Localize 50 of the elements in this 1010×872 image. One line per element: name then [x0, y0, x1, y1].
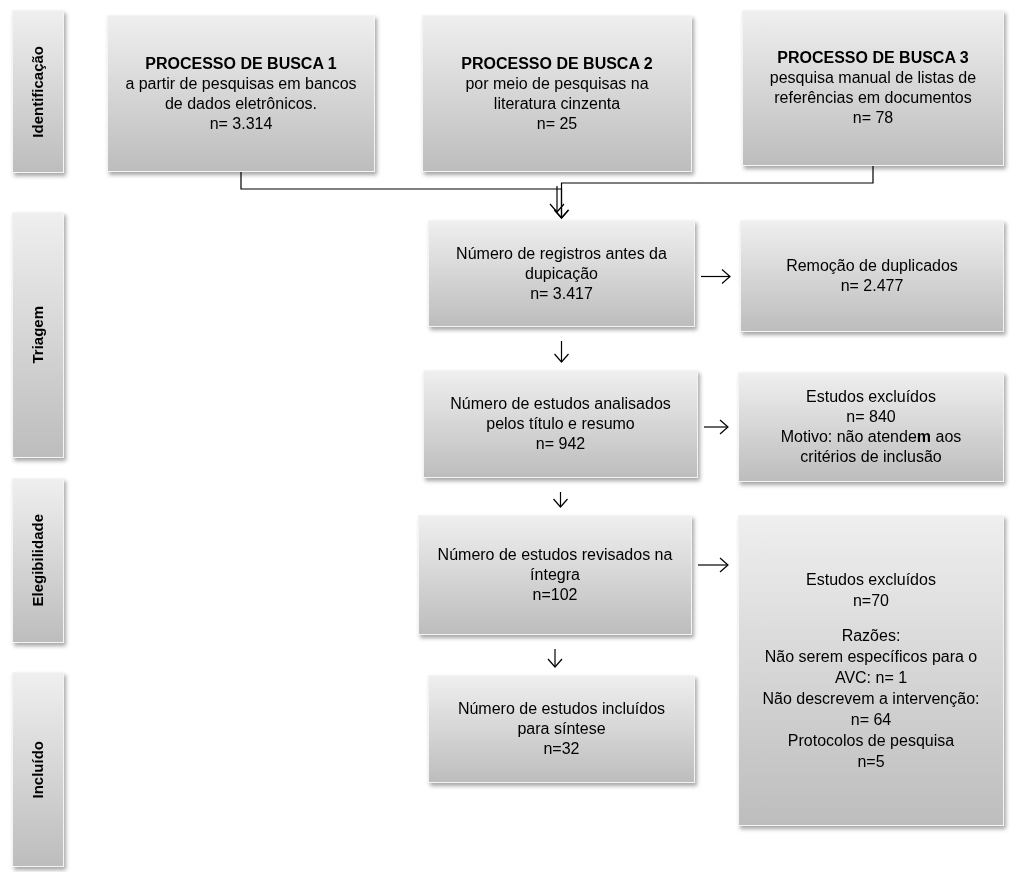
box-text: n= 25 — [536, 113, 578, 134]
process-box — [738, 372, 1004, 482]
box-heading: PROCESSO DE BUSCA 3 — [777, 48, 969, 68]
phase-label: Triagem — [28, 306, 47, 364]
arrow — [547, 648, 563, 668]
box-text: Razões: — [841, 626, 901, 646]
phase-band — [12, 10, 64, 173]
box-text: n=32 — [543, 739, 580, 759]
box-text: Remoção de duplicados — [786, 256, 958, 276]
arrow — [552, 491, 569, 508]
box-text: n= 64 — [850, 710, 892, 730]
box-text: n=70 — [852, 591, 889, 611]
phase-label: Incluído — [28, 740, 47, 799]
box-text: Protocolos de pesquisa — [787, 731, 955, 751]
process-box — [428, 220, 695, 327]
box-text: n=5 — [857, 752, 885, 772]
box-text: n= 78 — [852, 108, 894, 128]
box-text: Não descrevem a intervenção: — [762, 689, 980, 709]
box-text: n= 840 — [846, 407, 896, 427]
box-text: a partir de pesquisas em bancos de dados eletrônicos. — [124, 73, 358, 114]
box-text: n=102 — [532, 585, 578, 605]
process-box — [740, 220, 1004, 332]
phase-band — [12, 672, 64, 867]
arrow — [697, 557, 729, 573]
box-text: n= 3.417 — [530, 283, 593, 304]
process-box — [107, 15, 375, 172]
arrow — [553, 340, 570, 363]
phase-band — [12, 212, 64, 458]
box-heading: PROCESSO DE BUSCA 1 — [145, 53, 337, 74]
box-heading: PROCESSO DE BUSCA 2 — [461, 53, 653, 74]
phase-band — [12, 478, 64, 643]
process-box — [428, 675, 695, 783]
box-text: n= 942 — [535, 434, 586, 454]
box-text: n= 3.314 — [209, 113, 273, 134]
arrow — [700, 268, 731, 285]
arrow — [549, 185, 565, 213]
box-text: Estudos excluídos — [806, 570, 936, 590]
box-text: Estudos excluídos — [806, 387, 936, 407]
box-text: Motivo: não atendem aos critérios de inclusão — [779, 427, 963, 467]
arrow — [703, 419, 729, 435]
box-text: Não serem específicos para o AVC: n= 1 — [763, 647, 979, 688]
process-box — [423, 370, 698, 478]
process-box — [422, 15, 692, 172]
process-box — [418, 515, 692, 635]
phase-label: Identificação — [28, 45, 47, 138]
process-box — [742, 10, 1004, 166]
box-text: n= 2.477 — [840, 276, 904, 296]
arrow — [553, 165, 874, 219]
phase-label: Elegibilidade — [28, 514, 47, 607]
process-box — [738, 515, 1004, 826]
